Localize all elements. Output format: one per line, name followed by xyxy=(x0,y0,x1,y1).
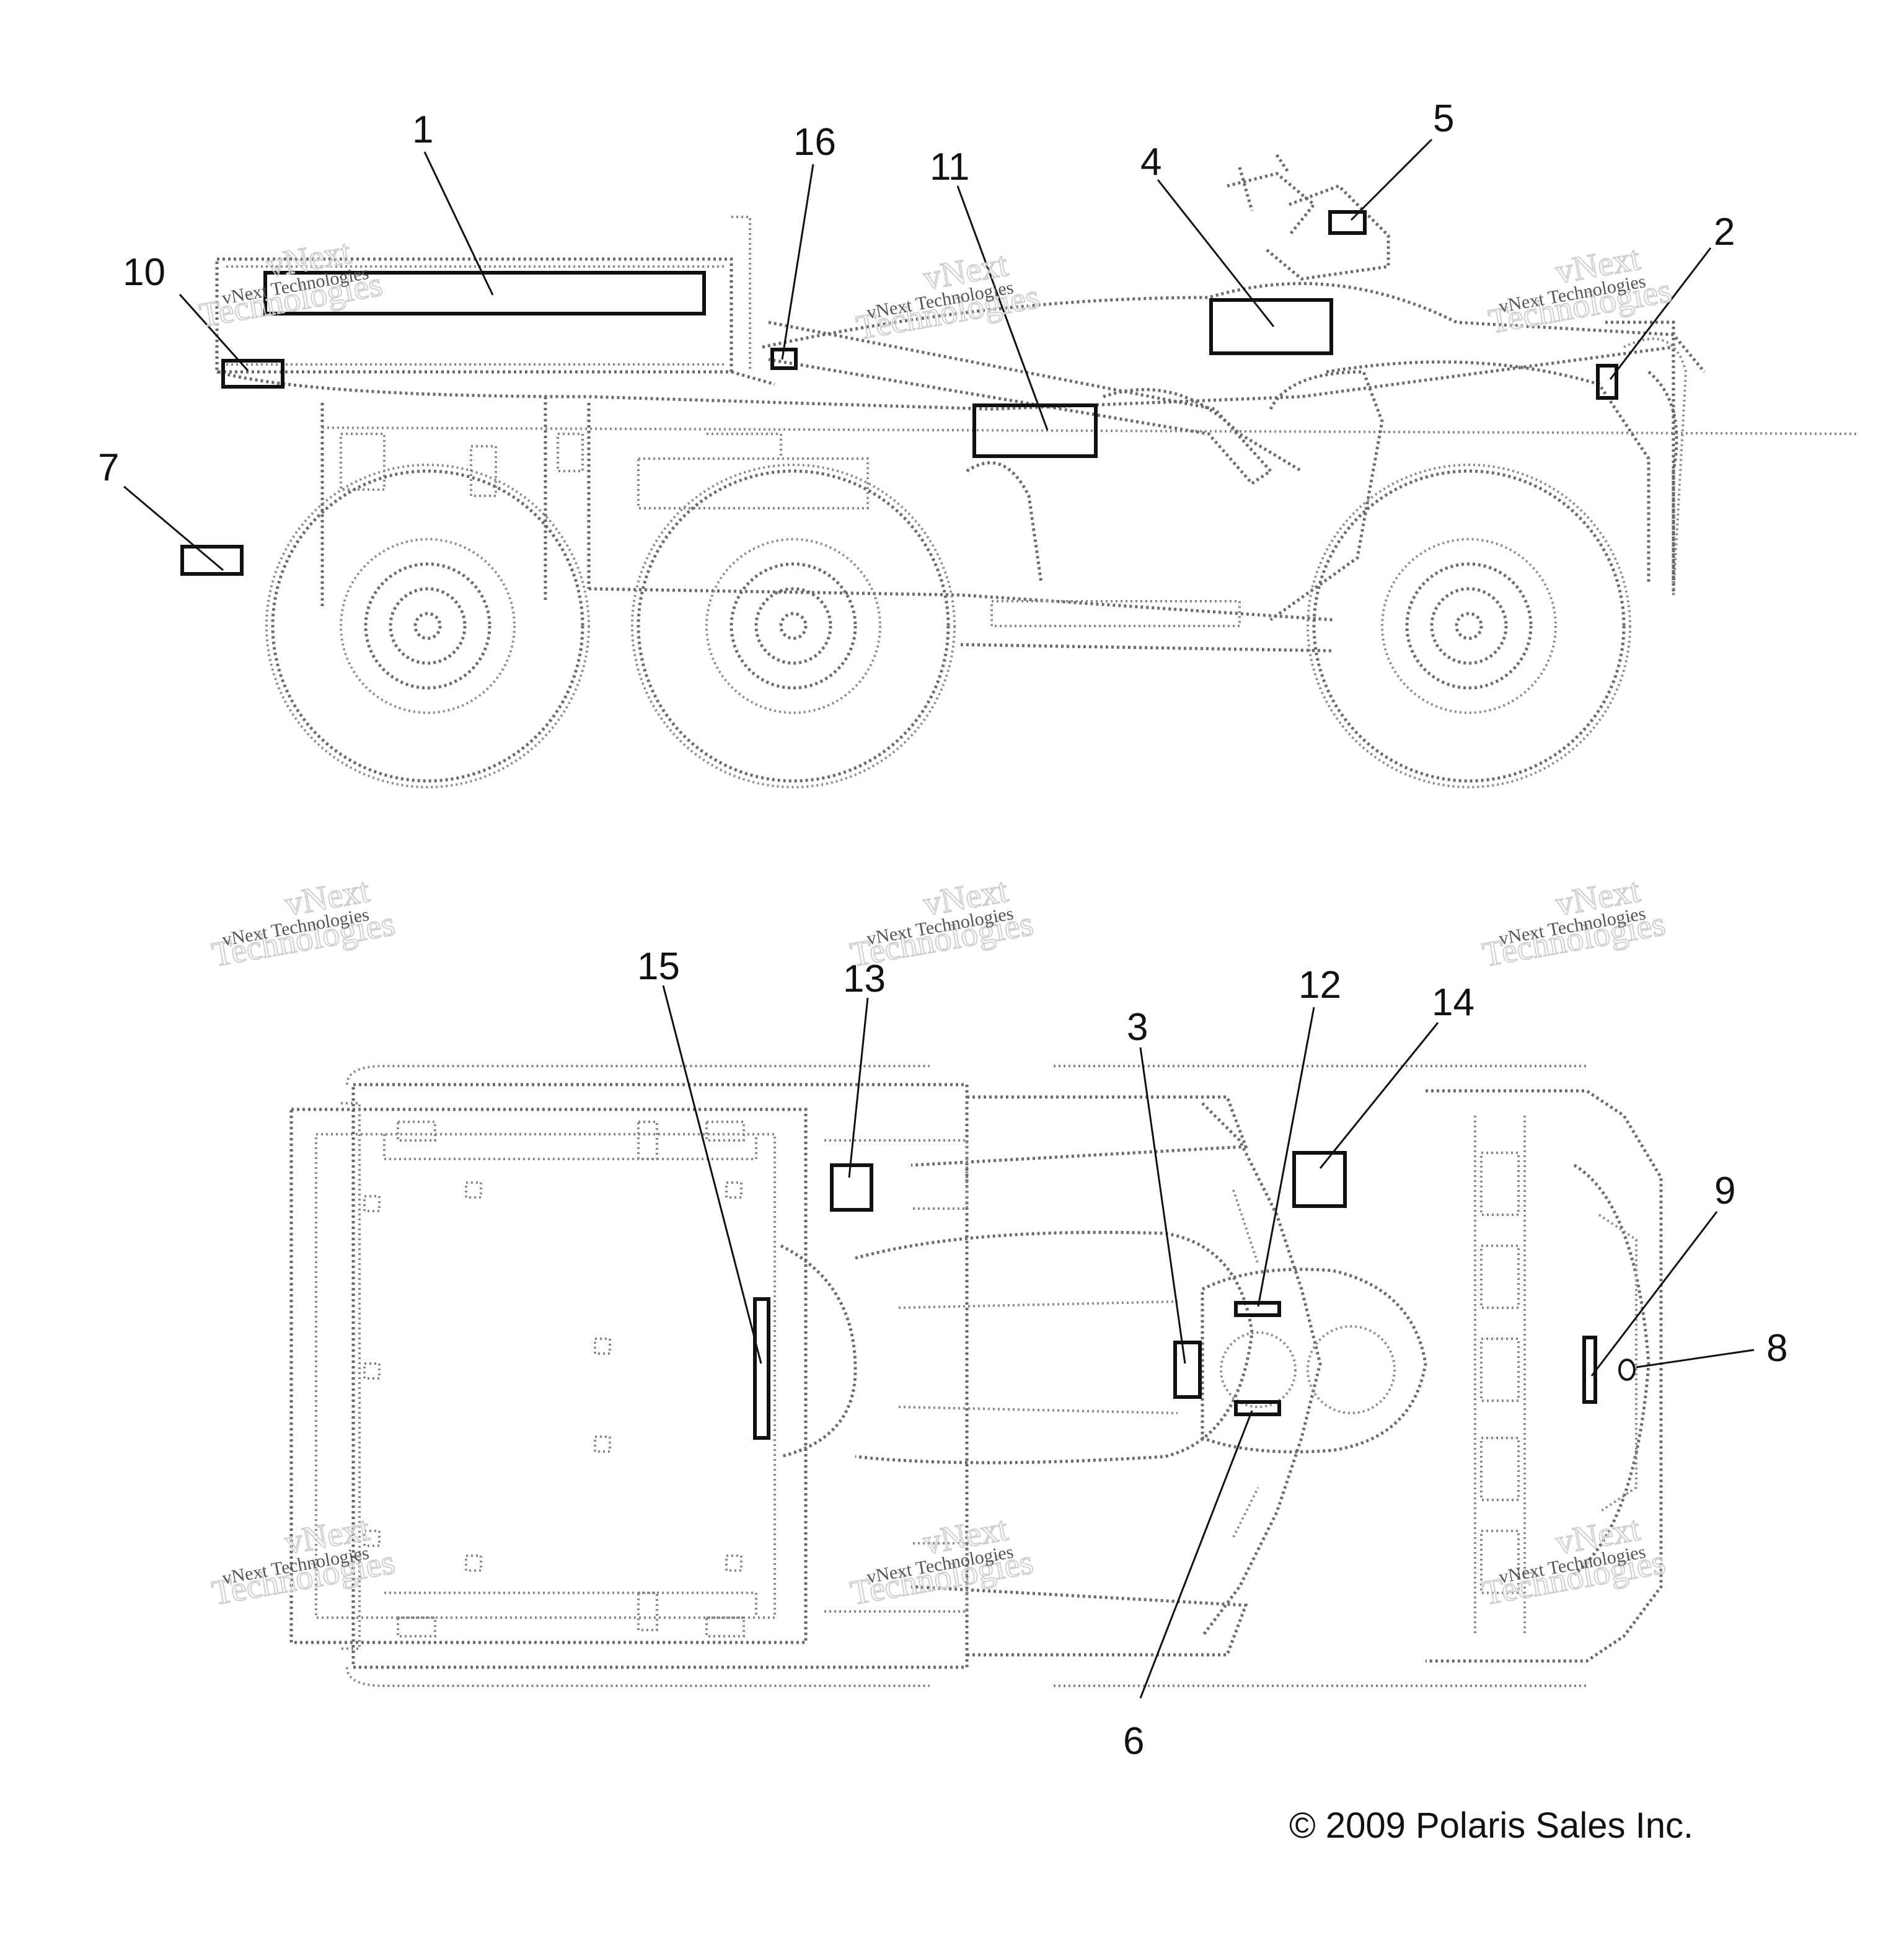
watermark: vNext Technologies vNext Technologies xyxy=(847,870,1037,975)
callout-4: 4 xyxy=(1140,141,1161,183)
callout-1: 1 xyxy=(412,108,433,151)
leader-1 xyxy=(423,151,494,296)
decal-14 xyxy=(1292,1151,1347,1208)
leader-3 xyxy=(1139,1047,1186,1364)
callout-14: 14 xyxy=(1432,981,1474,1024)
callout-9: 9 xyxy=(1714,1170,1735,1212)
callout-7: 7 xyxy=(98,446,119,489)
watermark: vNext Technologies vNext Technologies xyxy=(853,244,1042,348)
callout-2: 2 xyxy=(1714,211,1735,253)
decal-1 xyxy=(263,271,706,315)
decal-13 xyxy=(830,1163,873,1212)
copyright-text: © 2009 Polaris Sales Inc. xyxy=(1289,1805,1693,1846)
side-view-leaders xyxy=(123,138,1712,571)
callout-13: 13 xyxy=(843,958,886,1000)
decal-5 xyxy=(1328,210,1367,235)
top-view xyxy=(289,1065,1663,1687)
callout-12: 12 xyxy=(1298,964,1341,1007)
leader-8 xyxy=(1636,1349,1755,1368)
decal-15 xyxy=(753,1297,770,1440)
decal-11 xyxy=(972,403,1098,458)
watermark: vNext Technologies vNext Technologies xyxy=(1485,238,1675,342)
top-view-leaders xyxy=(662,985,1755,1699)
side-view xyxy=(215,154,1860,788)
leader-5 xyxy=(1350,138,1433,221)
callout-15: 15 xyxy=(637,945,680,988)
callout-3: 3 xyxy=(1127,1006,1148,1049)
watermark: vNext Technologies vNext Technologies xyxy=(847,1509,1037,1613)
callout-numbers: 1 2 3 4 5 6 7 8 9 10 11 12 13 14 15 16 xyxy=(98,97,1787,1763)
decal-10 xyxy=(221,359,284,389)
leader-10 xyxy=(178,294,249,371)
top-view-decals xyxy=(753,1151,1636,1440)
decal-7 xyxy=(180,545,244,576)
leader-16 xyxy=(781,164,814,360)
decal-8 xyxy=(1618,1359,1636,1381)
watermark: vNext Technologies vNext Technologies xyxy=(196,232,386,335)
leader-13 xyxy=(848,997,869,1178)
callout-6: 6 xyxy=(1123,1720,1144,1763)
decal-12 xyxy=(1234,1301,1281,1317)
leader-15 xyxy=(662,985,762,1364)
decal-4 xyxy=(1209,298,1333,355)
callout-5: 5 xyxy=(1433,97,1454,140)
decal-9 xyxy=(1582,1336,1597,1404)
leader-11 xyxy=(956,185,1049,431)
watermarks: vNext Technologies vNext Technologies vN… xyxy=(196,232,1675,1613)
callout-16: 16 xyxy=(793,121,836,164)
decal-3 xyxy=(1173,1341,1202,1399)
watermark: vNext Technologies vNext Technologies xyxy=(1479,870,1669,975)
watermark: vNext Technologies vNext Technologies xyxy=(1479,1509,1669,1613)
watermark: vNext Technologies vNext Technologies xyxy=(209,1509,399,1613)
leader-4 xyxy=(1157,179,1275,327)
leader-6 xyxy=(1139,1410,1253,1699)
callout-8: 8 xyxy=(1766,1327,1787,1370)
leader-2 xyxy=(1609,247,1712,380)
leader-12 xyxy=(1257,1007,1315,1307)
decal-2 xyxy=(1596,364,1618,400)
callout-11: 11 xyxy=(930,146,969,188)
leader-14 xyxy=(1319,1022,1439,1169)
side-view-decals xyxy=(180,210,1618,576)
callout-10: 10 xyxy=(123,251,165,294)
leader-9 xyxy=(1590,1211,1718,1377)
leader-7 xyxy=(123,485,224,571)
decal-6 xyxy=(1234,1400,1281,1416)
watermark: vNext Technologies vNext Technologies xyxy=(209,870,399,975)
